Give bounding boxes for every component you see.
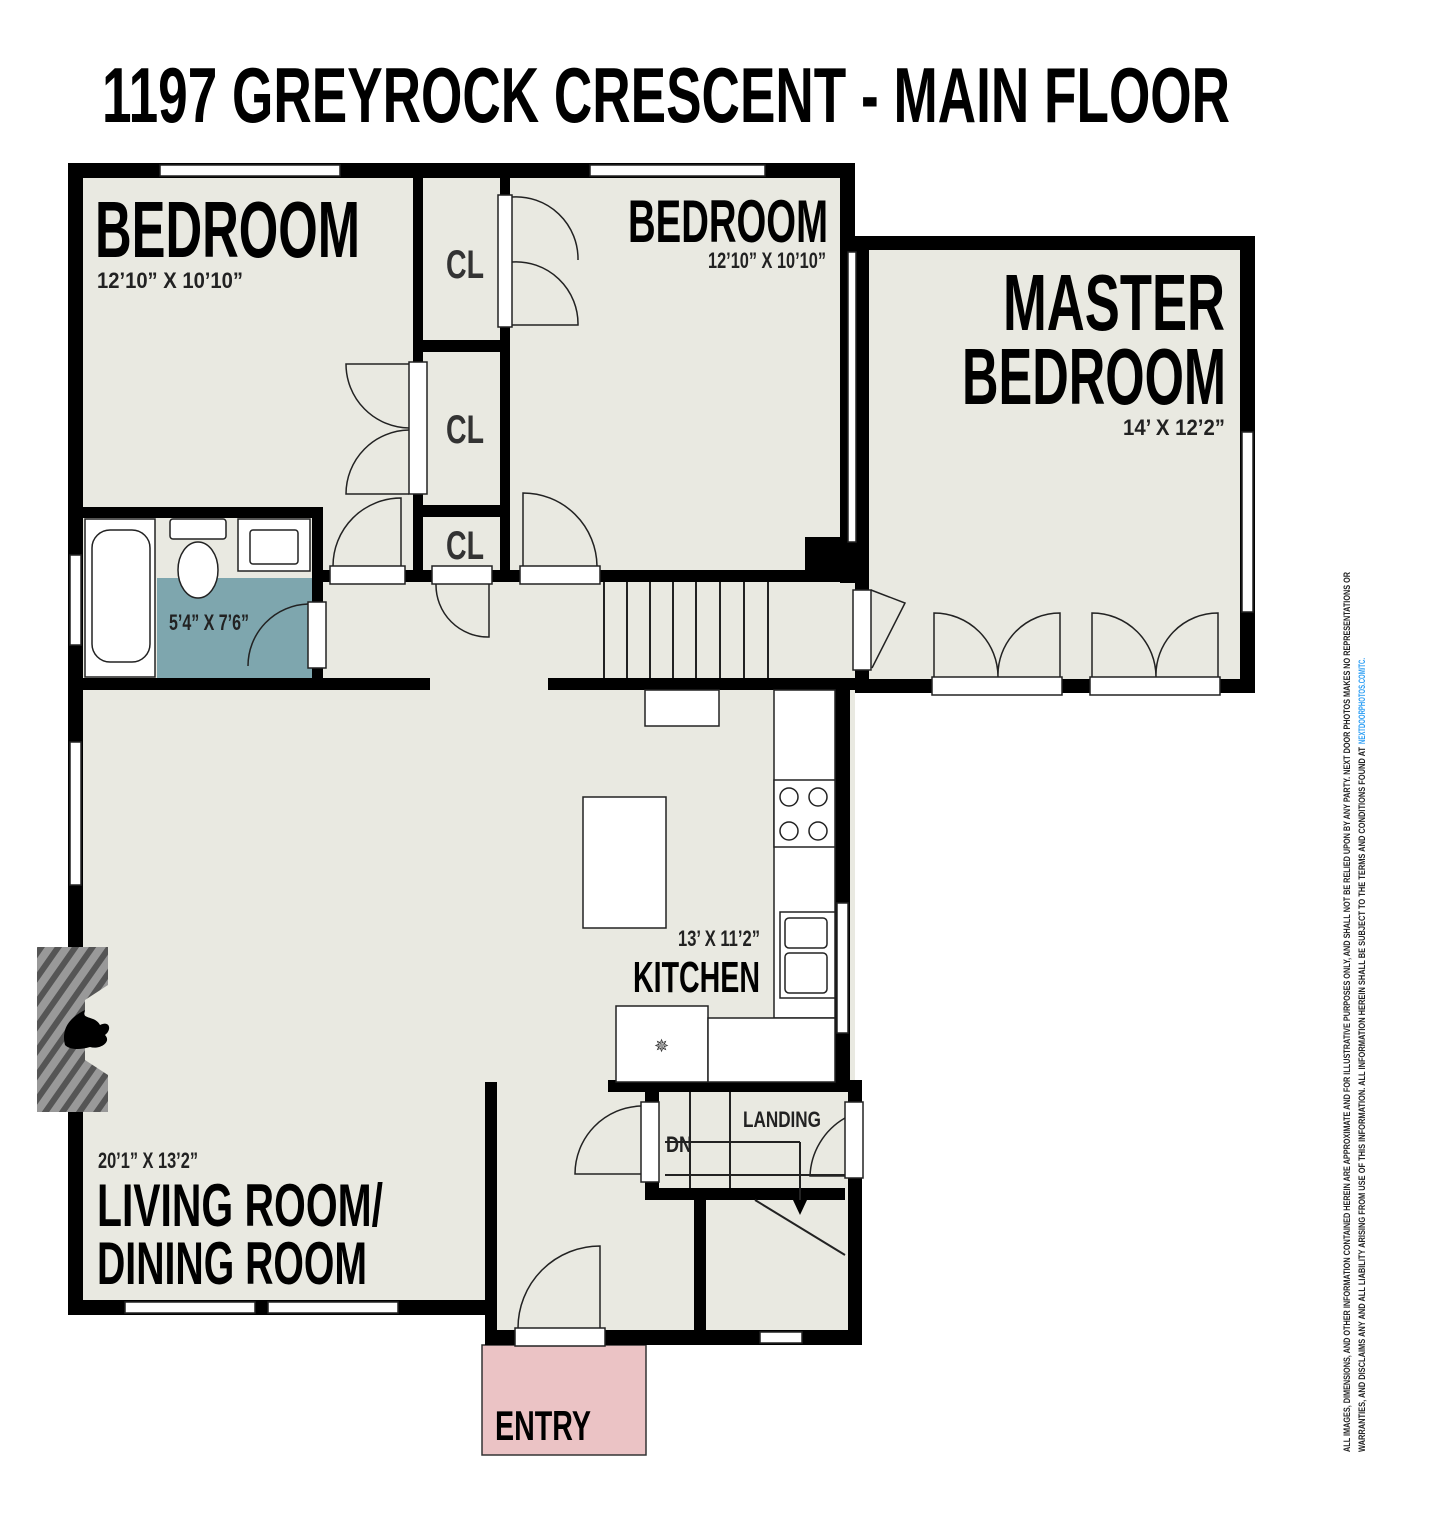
terms-link[interactable]: NEXTDOORPHOTOS.COM/TC. [1357, 658, 1367, 744]
fan-icon: ✵ [654, 1036, 669, 1056]
entry-area [481, 1344, 647, 1456]
kitchen-label: KITCHEN [633, 953, 760, 1002]
bedroom2-label: BEDROOM [628, 188, 828, 255]
master-dimensions: 14’ X 12’2” [1123, 415, 1225, 440]
entry-label: ENTRY [495, 1402, 591, 1449]
doors [247, 194, 1221, 1347]
bathroom-floor [157, 578, 312, 678]
bathroom-fixtures [84, 518, 311, 678]
bedroom1-label: BEDROOM [95, 185, 360, 274]
fireplace [37, 947, 110, 1112]
disclaimer-line1: ALL IMAGES, DIMENSIONS, AND OTHER INFORM… [1342, 572, 1352, 1452]
bathroom-dimensions: 5’4” X 7’6” [169, 610, 249, 635]
living-label-line2: DINING ROOM [97, 1230, 367, 1297]
kitchen-dimensions: 13’ X 11’2” [678, 926, 760, 951]
closet-label: CL [446, 243, 484, 287]
floor-areas [68, 163, 1255, 1456]
fire-icon [64, 1010, 110, 1050]
toilet-icon [169, 518, 227, 540]
disclaimer: ALL IMAGES, DIMENSIONS, AND OTHER INFORM… [1342, 572, 1367, 1452]
disclaimer-line2: WARRANTIES, AND DISCLAIMS ANY AND ALL LI… [1357, 747, 1367, 1452]
windows [69, 164, 1254, 1344]
landing-label: LANDING [743, 1107, 821, 1132]
master-label-line1: MASTER [1003, 258, 1225, 347]
bedroom1-dimensions: 12’10” X 10’10” [97, 268, 243, 293]
living-dimensions: 20’1” X 13’2” [98, 1148, 198, 1173]
staircase [603, 582, 846, 1256]
down-arrow-icon [793, 1200, 807, 1215]
kitchen-fixtures: ✵ [582, 689, 836, 1083]
bedroom2-dimensions: 12’10” X 10’10” [708, 248, 826, 273]
kitchen-island [582, 796, 667, 929]
closet-label: CL [446, 524, 484, 568]
master-label-line2: BEDROOM [962, 332, 1226, 421]
down-label: DN [666, 1132, 692, 1157]
page-title: 1197 GREYROCK CRESCENT - MAIN FLOOR [102, 51, 1230, 139]
living-label-line1: LIVING ROOM/ [97, 1172, 383, 1239]
closet-label: CL [446, 408, 484, 452]
